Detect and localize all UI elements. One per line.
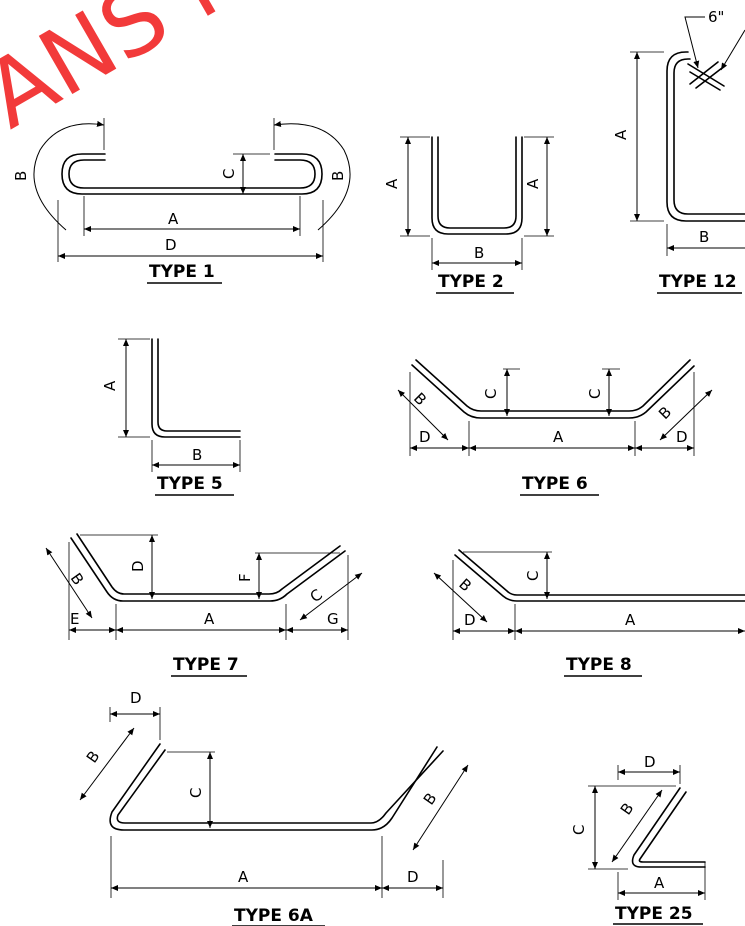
type8-label-d: D (464, 611, 476, 629)
type8-label-c: C (524, 571, 542, 581)
type25-label-d: D (644, 753, 656, 771)
type8-title: TYPE 8 (566, 655, 632, 675)
type7-label-b: B (67, 570, 88, 589)
type6a-label-c: C (187, 788, 205, 798)
type6-label-c-right: C (586, 389, 604, 399)
type7-label-g: G (327, 610, 339, 628)
type6-label-d-right: D (676, 428, 688, 446)
type12-label-b: B (699, 228, 709, 246)
type1-diagram: B B C A D TYPE 1 (12, 118, 351, 284)
type6-label-b-left: B (410, 389, 430, 409)
type6-label-d-left: D (419, 428, 431, 446)
type6a-label-a: A (238, 868, 249, 886)
type25-label-c: C (570, 825, 588, 835)
type8-diagram: B C D A TYPE 8 (433, 549, 745, 677)
watermark: ANS NOT (0, 0, 383, 149)
type2-label-a-right: A (524, 178, 542, 189)
type25-label-b: B (617, 799, 638, 818)
type6-label-c-left: C (482, 389, 500, 399)
type2-label-b: B (474, 244, 484, 262)
type5-label-b: B (192, 446, 202, 464)
type2-diagram: A A B TYPE 2 (383, 136, 554, 294)
type7-label-d: D (129, 560, 147, 572)
type6-label-b-right: B (655, 403, 675, 423)
type6a-title: TYPE 6A (234, 906, 314, 926)
type12-diagram: 6" A B TYPE 12 (612, 8, 745, 294)
type5-diagram: A B TYPE 5 (101, 338, 241, 496)
type25-label-a: A (654, 874, 665, 892)
type8-label-b: B (455, 575, 475, 595)
type6a-diagram: D B C B A D TYPE 6A (79, 689, 469, 926)
type6-diagram: C C B B D A D TYPE 6 (397, 359, 713, 496)
type6a-label-b-left: B (83, 747, 104, 766)
type1-label-c: C (220, 169, 238, 179)
type25-diagram: D C B A TYPE 25 (570, 753, 706, 925)
type12-angle-label: 6" (708, 8, 724, 26)
type7-label-e: E (70, 610, 79, 628)
type7-label-f: F (236, 573, 254, 582)
type1-label-b-left: B (12, 171, 30, 181)
type5-label-a: A (101, 380, 119, 391)
type6a-label-b-right: B (420, 789, 441, 808)
type7-diagram: B D F C E A G TYPE 7 (45, 533, 363, 677)
type25-title: TYPE 25 (615, 904, 693, 924)
type1-label-b-right: B (329, 171, 347, 181)
type12-label-a: A (612, 129, 630, 140)
type5-title: TYPE 5 (157, 474, 223, 494)
type7-title: TYPE 7 (173, 655, 239, 675)
type1-label-d: D (165, 236, 177, 254)
type6-label-a: A (553, 428, 564, 446)
type2-title: TYPE 2 (438, 272, 504, 292)
type2-label-a-left: A (383, 178, 401, 189)
type6a-label-d-top: D (130, 689, 142, 707)
type1-label-a: A (168, 210, 179, 228)
type6a-label-d-bottom: D (407, 868, 419, 886)
type8-label-a: A (625, 611, 636, 629)
type1-title: TYPE 1 (149, 262, 215, 282)
type12-title: TYPE 12 (659, 272, 737, 292)
type6-title: TYPE 6 (522, 474, 588, 494)
type7-label-a: A (204, 610, 215, 628)
